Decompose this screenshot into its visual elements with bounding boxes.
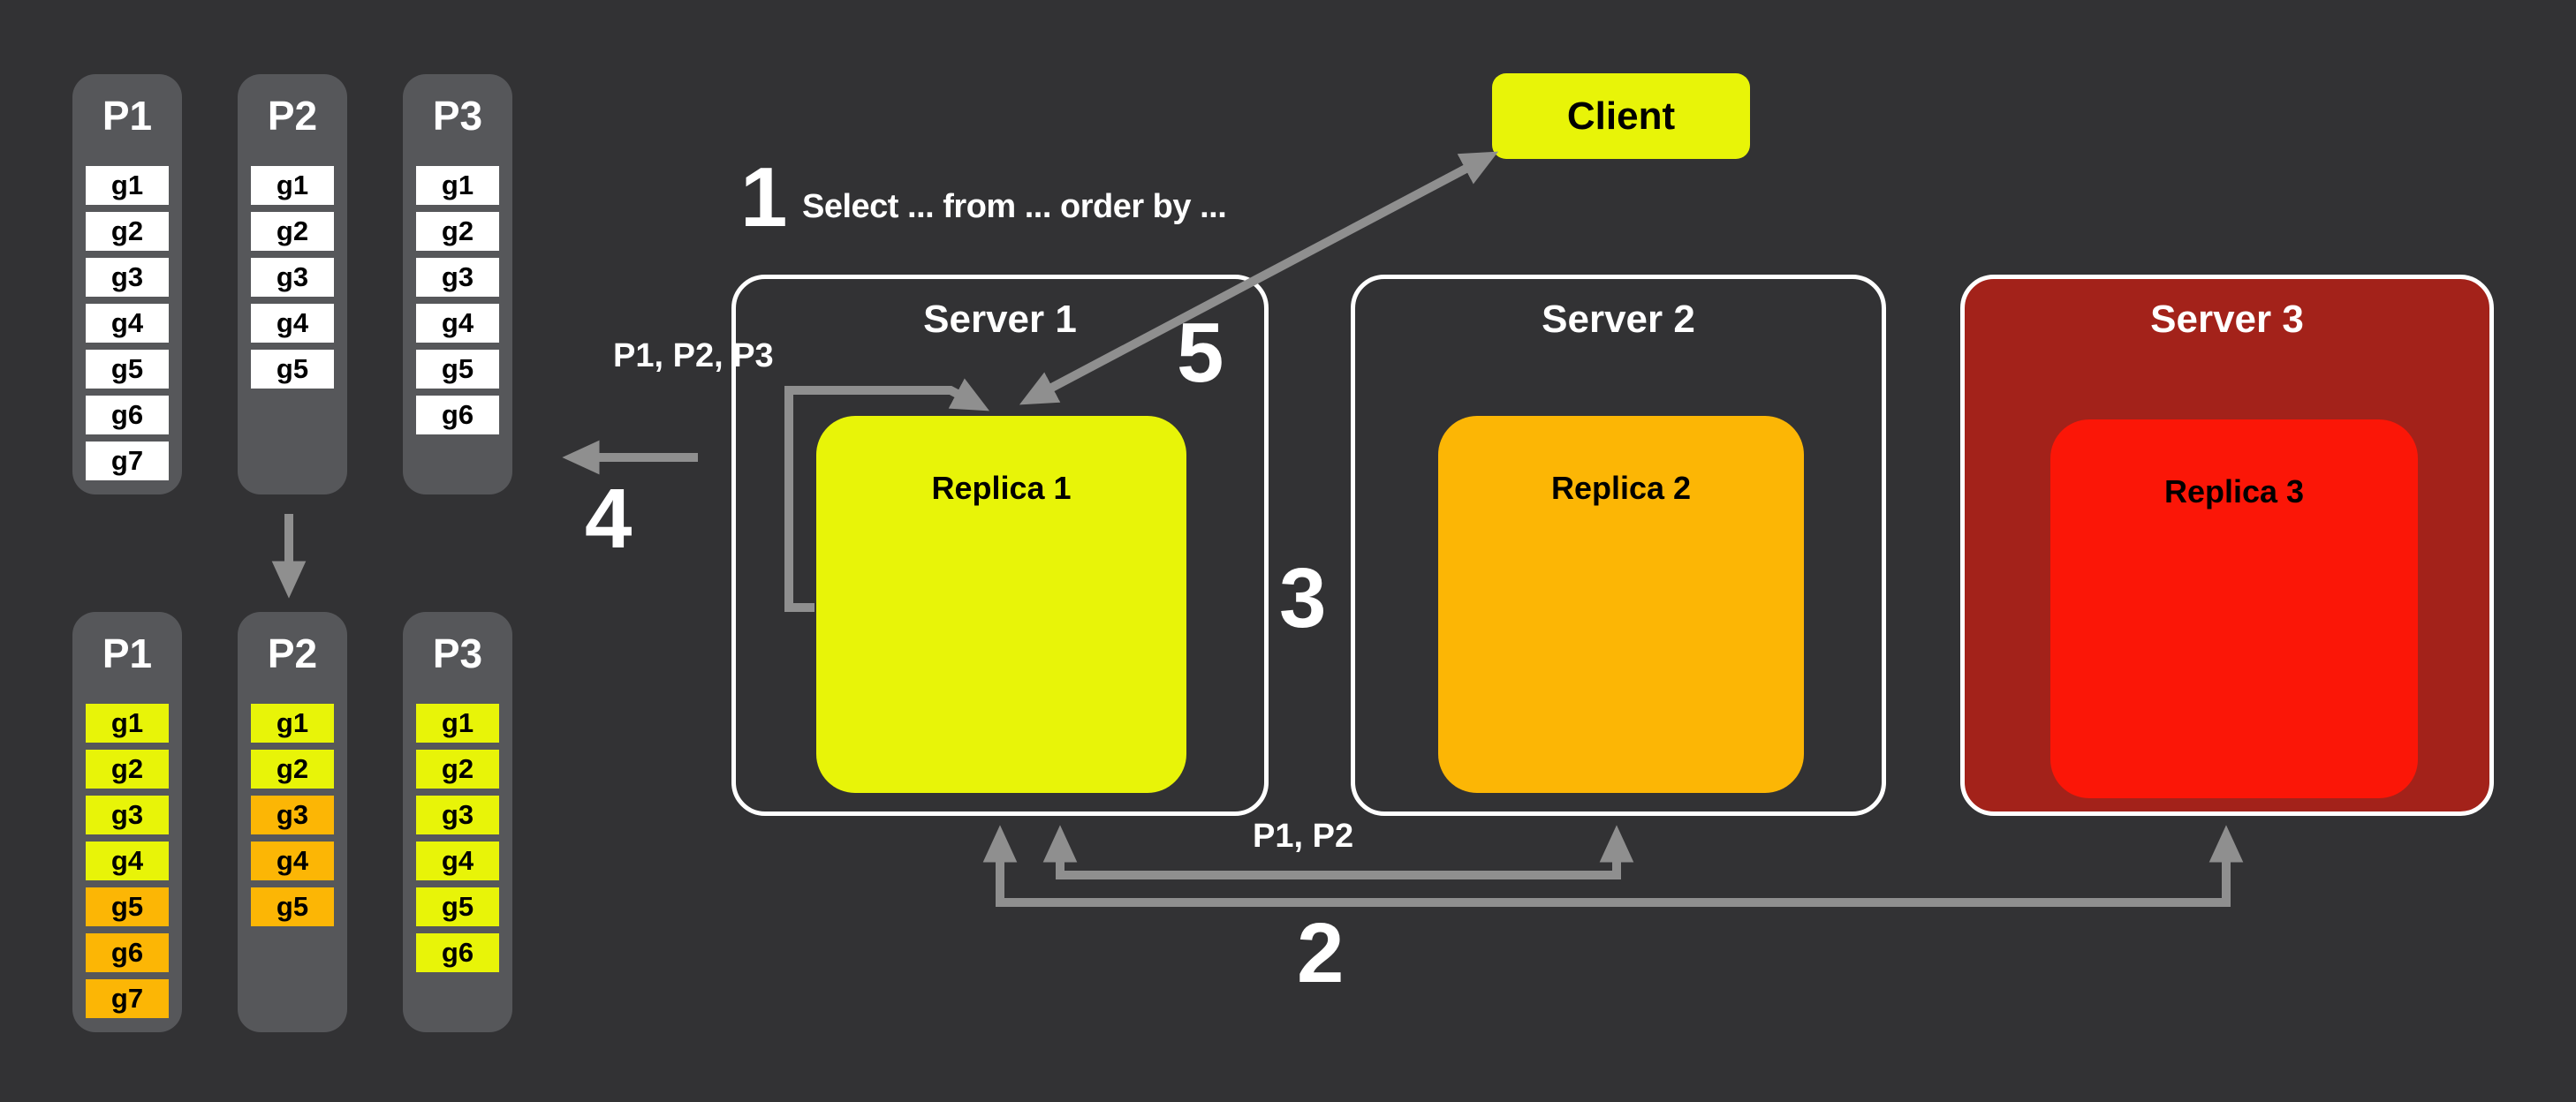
partition-column-sorted-p2: P2 g1 g2 g3 g4 g5 [238, 612, 347, 1032]
partition-cell: g3 [251, 796, 334, 834]
partition-cell: g4 [251, 304, 334, 343]
partition-title: P2 [267, 630, 318, 676]
partition-title: P2 [267, 93, 318, 139]
partition-cell: g3 [86, 796, 169, 834]
server-2-title: Server 2 [1542, 298, 1695, 341]
partition-cell: g5 [251, 887, 334, 926]
partition-cell: g1 [251, 704, 334, 743]
partition-cell: g5 [416, 350, 499, 389]
server-3-title: Server 3 [2150, 298, 2304, 341]
partition-cell: g7 [86, 442, 169, 480]
partition-cell: g7 [86, 979, 169, 1018]
partition-title: P3 [432, 93, 483, 139]
partition-cell-list: g1 g2 g3 g4 g5 g6 [416, 166, 499, 434]
step-4-number: 4 [585, 472, 633, 566]
partition-title: P1 [102, 93, 153, 139]
partition-cell: g2 [86, 750, 169, 789]
partition-cell: g2 [86, 212, 169, 251]
partition-cell: g3 [86, 258, 169, 297]
partition-cell: g5 [251, 350, 334, 389]
partition-cell: g4 [416, 304, 499, 343]
partition-column-sorted-p1: P1 g1 g2 g3 g4 g5 g6 g7 [72, 612, 182, 1032]
partition-cell: g5 [416, 887, 499, 926]
partition-column-unsorted-p1: P1 g1 g2 g3 g4 g5 g6 g7 [72, 74, 182, 494]
partition-cell: g2 [251, 750, 334, 789]
partition-cell: g1 [86, 704, 169, 743]
client-label: Client [1566, 94, 1676, 138]
partition-cell: g3 [416, 258, 499, 297]
partition-column-unsorted-p2: P2 g1 g2 g3 g4 g5 [238, 74, 347, 494]
partition-cell-list: g1 g2 g3 g4 g5 [251, 704, 334, 926]
step-1-number: 1 [740, 150, 788, 245]
query-text: Select ... from ... order by ... [802, 188, 1227, 225]
partition-cell: g1 [416, 704, 499, 743]
replica-2-box: Replica 2 [1438, 416, 1804, 793]
partition-cell: g2 [416, 212, 499, 251]
partition-cell: g6 [416, 933, 499, 972]
replica-3-label: Replica 3 [2163, 473, 2305, 509]
replica-2-label: Replica 2 [1550, 470, 1692, 506]
partition-cell: g1 [251, 166, 334, 205]
partition-cell: g6 [86, 933, 169, 972]
partition-cell: g5 [86, 887, 169, 926]
partition-cell: g3 [416, 796, 499, 834]
partition-title: P1 [102, 630, 153, 676]
partition-cell: g6 [416, 396, 499, 434]
merge-partitions-label: P1, P2, P3 [613, 337, 774, 374]
replica-1-label: Replica 1 [931, 470, 1072, 506]
step-5-number: 5 [1177, 306, 1224, 400]
partition-cell: g2 [251, 212, 334, 251]
partition-cell: g2 [416, 750, 499, 789]
partition-cell: g3 [251, 258, 334, 297]
server-2-box: Server 2 [1351, 275, 1886, 816]
step-2-number: 2 [1297, 906, 1345, 1000]
partition-cell: g6 [86, 396, 169, 434]
partition-cell: g4 [251, 842, 334, 880]
partition-cell: g1 [86, 166, 169, 205]
partition-title: P3 [432, 630, 483, 676]
partition-cell: g4 [416, 842, 499, 880]
step-3-number: 3 [1279, 551, 1327, 645]
arrow-fetch-server3 [982, 825, 2244, 907]
partition-column-sorted-p3: P3 g1 g2 g3 g4 g5 g6 [403, 612, 512, 1032]
replica-1-box: Replica 1 [816, 416, 1186, 793]
partition-cell-list: g1 g2 g3 g4 g5 g6 [416, 704, 499, 972]
partition-cell-list: g1 g2 g3 g4 g5 [251, 166, 334, 389]
replica-3-box: Replica 3 [2050, 419, 2418, 798]
partition-cell: g1 [416, 166, 499, 205]
partition-cell-list: g1 g2 g3 g4 g5 g6 g7 [86, 704, 169, 1018]
partition-cell: g4 [86, 842, 169, 880]
partition-cell: g4 [86, 304, 169, 343]
partition-column-unsorted-p3: P3 g1 g2 g3 g4 g5 g6 [403, 74, 512, 494]
partition-cell: g5 [86, 350, 169, 389]
partition-cell-list: g1 g2 g3 g4 g5 g6 g7 [86, 166, 169, 480]
client-node: Client [1492, 73, 1750, 159]
fetch-partitions-label: P1, P2 [1253, 818, 1354, 855]
